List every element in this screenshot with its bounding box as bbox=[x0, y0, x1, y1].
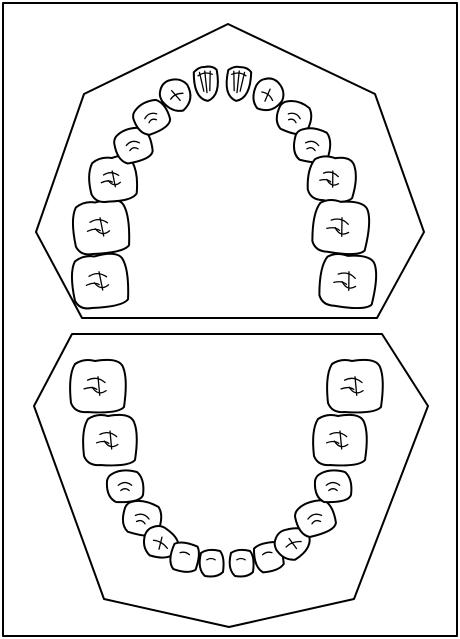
lower-tooth-outline-3 bbox=[107, 470, 143, 502]
upper-tooth-outline-14 bbox=[317, 252, 378, 310]
lower-tooth-3 bbox=[107, 470, 143, 502]
lower-tooth-8 bbox=[230, 550, 254, 577]
lower-teeth-group bbox=[70, 360, 383, 577]
upper-tooth-2 bbox=[71, 198, 132, 256]
upper-teeth-group bbox=[70, 66, 379, 311]
upper-tooth-7 bbox=[193, 66, 220, 102]
lower-tooth-outline-2 bbox=[83, 415, 137, 466]
lower-tooth-7 bbox=[200, 550, 224, 577]
lower-tooth-outline-14 bbox=[327, 360, 383, 413]
lower-tooth-13 bbox=[313, 415, 367, 466]
lower-tooth-outline-7 bbox=[200, 550, 224, 577]
lower-tooth-outline-1 bbox=[70, 360, 126, 413]
lower-tooth-1 bbox=[70, 360, 126, 413]
lower-tooth-outline-13 bbox=[313, 415, 367, 466]
lower-tooth-6 bbox=[168, 540, 201, 574]
upper-tooth-outline-13 bbox=[310, 198, 371, 256]
lower-tooth-outline-8 bbox=[230, 550, 254, 577]
upper-tooth-13 bbox=[310, 198, 371, 256]
lower-tooth-2 bbox=[83, 415, 137, 466]
lower-tooth-14 bbox=[327, 360, 383, 413]
upper-tooth-8 bbox=[225, 66, 252, 102]
figure-frame bbox=[3, 3, 457, 636]
upper-tooth-14 bbox=[317, 252, 378, 310]
lower-tooth-outline-12 bbox=[315, 470, 351, 502]
upper-tooth-outline-2 bbox=[71, 198, 132, 256]
upper-tooth-1 bbox=[70, 252, 131, 310]
upper-tooth-outline-1 bbox=[70, 252, 131, 310]
lower-tooth-12 bbox=[315, 470, 351, 502]
lower-tooth-outline-6 bbox=[168, 540, 201, 574]
upper-tooth-12 bbox=[306, 154, 358, 203]
upper-tooth-outline-12 bbox=[306, 154, 358, 203]
